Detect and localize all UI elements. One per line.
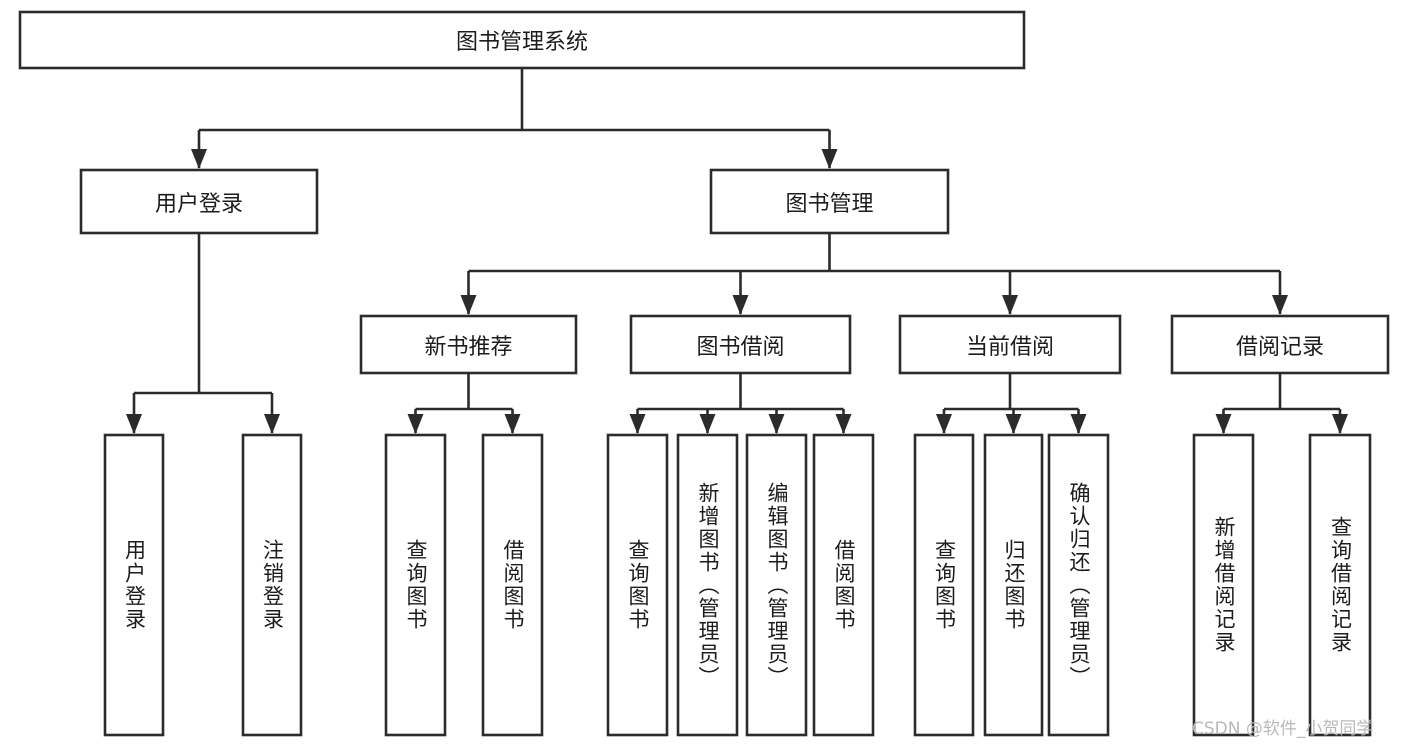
arrow-head-icon	[699, 414, 716, 434]
node-box-new-book-recommend[interactable]	[359, 314, 578, 375]
node-box-leaf-query-book-borrow[interactable]	[606, 433, 669, 737]
arrow-head-icon	[821, 149, 838, 169]
node-box-leaf-user-login[interactable]	[103, 433, 165, 737]
node-box-leaf-borrow-book-recommend[interactable]	[481, 433, 544, 737]
arrow-head-icon	[460, 295, 477, 315]
node-box-leaf-edit-book-admin[interactable]	[745, 433, 808, 737]
node-box-leaf-confirm-return-admin[interactable]	[1047, 433, 1110, 737]
node-box-leaf-query-borrow-record[interactable]	[1308, 433, 1372, 737]
arrow-head-icon	[1070, 414, 1087, 434]
node-box-current-borrow[interactable]	[898, 314, 1122, 375]
node-box-user-login[interactable]	[79, 168, 319, 235]
arrow-head-icon	[732, 295, 749, 315]
node-box-leaf-query-book-recommend[interactable]	[384, 433, 447, 737]
arrow-head-icon	[768, 414, 785, 434]
box-layer	[18, 10, 1390, 737]
node-box-root[interactable]	[18, 10, 1026, 70]
node-box-leaf-logout-login[interactable]	[241, 433, 303, 737]
node-box-leaf-add-book-admin[interactable]	[676, 433, 739, 737]
arrow-head-icon	[191, 149, 207, 169]
arrow-head-icon	[1272, 295, 1288, 315]
arrow-head-icon	[1215, 414, 1232, 434]
arrow-head-icon	[407, 414, 424, 434]
node-box-book-management[interactable]	[709, 168, 950, 235]
node-box-leaf-return-book[interactable]	[983, 433, 1044, 737]
arrow-head-icon	[1332, 414, 1348, 434]
arrow-head-icon	[264, 414, 280, 434]
arrow-head-icon	[936, 414, 952, 434]
node-box-leaf-add-borrow-record[interactable]	[1192, 433, 1255, 737]
arrow-head-icon	[1002, 295, 1018, 315]
connector-layer	[126, 68, 1348, 434]
node-box-leaf-borrow-book[interactable]	[812, 433, 875, 737]
arrow-head-icon	[504, 414, 521, 434]
node-box-leaf-query-book-current[interactable]	[913, 433, 975, 737]
node-box-book-borrow[interactable]	[629, 314, 852, 375]
arrow-head-icon	[835, 414, 852, 434]
arrow-head-icon	[126, 414, 142, 434]
arrow-head-icon	[1005, 414, 1022, 434]
arrow-head-icon	[629, 414, 646, 434]
node-box-borrow-record[interactable]	[1170, 314, 1390, 375]
